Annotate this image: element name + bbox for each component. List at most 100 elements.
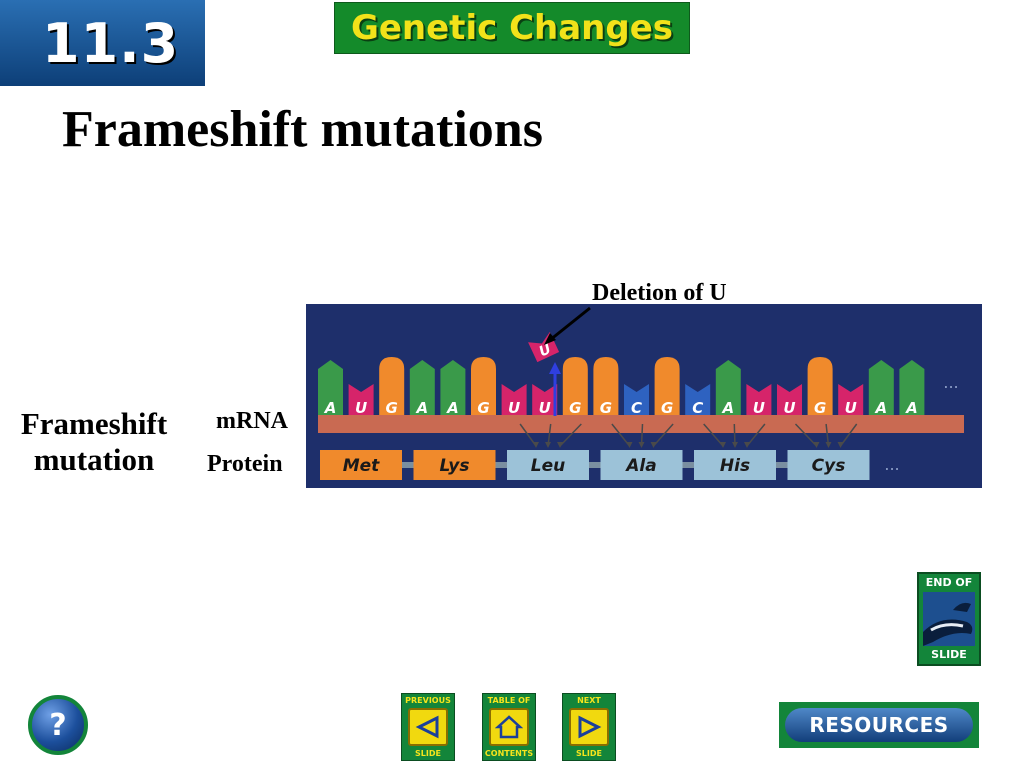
- protein-label: Protein: [207, 451, 283, 477]
- side-label-line1: Frameshift: [20, 406, 168, 441]
- codon-arrowhead: [533, 442, 539, 448]
- frameshift-mutation-label: Frameshift mutation: [10, 406, 178, 478]
- base-shape: [807, 357, 833, 417]
- base-letter: G: [600, 399, 612, 417]
- base-letter: U: [753, 399, 765, 417]
- deletion-label: Deletion of U: [592, 280, 727, 306]
- base-shape: [899, 360, 925, 417]
- base-letter: G: [569, 399, 581, 417]
- base-letter: G: [661, 399, 673, 417]
- base-shape: [654, 357, 680, 417]
- amino-acid-name: Lys: [440, 456, 470, 476]
- base-letter: U: [355, 399, 367, 417]
- next-arrow-icon: [569, 708, 609, 746]
- codon-arrowhead: [744, 442, 750, 448]
- base-letter: U: [845, 399, 857, 417]
- table-of-contents-button[interactable]: TABLE OF CONTENTS: [482, 693, 536, 761]
- codon-arrow: [559, 423, 582, 447]
- base-shape: [777, 384, 802, 417]
- base-shape: [593, 357, 619, 417]
- base-shape: [409, 360, 435, 417]
- base-shape: [318, 360, 343, 417]
- base-letter: G: [814, 399, 826, 417]
- base-shape: [379, 357, 405, 417]
- base-shape: [746, 384, 772, 417]
- end-caption-top: END OF: [925, 576, 973, 589]
- mrna-base: U: [532, 384, 558, 417]
- codon-arrow: [794, 423, 818, 447]
- amino-acid: Leu: [507, 450, 589, 480]
- whale-icon: [923, 592, 975, 646]
- mrna-base: U: [746, 384, 772, 417]
- mrna-base: A: [409, 360, 435, 417]
- contents-caption-bottom: CONTENTS: [484, 749, 534, 758]
- mrna-strand: [318, 415, 964, 433]
- resources-button[interactable]: RESOURCES: [779, 702, 979, 748]
- amino-acid-name: Leu: [531, 456, 565, 476]
- mrna-base: U: [501, 384, 527, 417]
- base-shape: [715, 360, 741, 417]
- protein-chain: Met Lys Leu Ala His Cys: [320, 450, 870, 480]
- side-label-line2: mutation: [33, 442, 155, 477]
- mrna-base: G: [379, 357, 405, 417]
- help-button[interactable]: ?: [28, 695, 88, 755]
- next-slide-button[interactable]: NEXT SLIDE: [562, 693, 616, 761]
- chapter-title: Genetic Changes: [350, 8, 674, 48]
- section-number: 11.3: [42, 11, 180, 75]
- codon-arrowhead: [545, 442, 551, 448]
- amino-acid-name: Cys: [812, 456, 846, 476]
- continuation-dots: ......: [884, 373, 958, 474]
- section-badge: 11.3: [0, 0, 205, 86]
- home-icon: [489, 708, 529, 746]
- amino-acid-box: [320, 450, 402, 480]
- base-letter: A: [324, 399, 337, 417]
- protein-continuation: ...: [884, 455, 899, 474]
- base-letter: A: [415, 399, 428, 417]
- mrna-base: A: [899, 360, 925, 417]
- base-letter: G: [386, 399, 398, 417]
- mrna-base: U: [777, 384, 802, 417]
- mrna-continuation: ...: [943, 373, 958, 392]
- amino-acid-name: Ala: [624, 456, 656, 476]
- amino-acid-box: [787, 450, 870, 480]
- codon-arrowhead: [638, 442, 645, 448]
- codon-arrowhead: [650, 442, 657, 448]
- base-shape: [440, 360, 466, 417]
- mrna-base: C: [624, 384, 649, 417]
- amino-acid-name: Met: [343, 456, 380, 476]
- mrna-base: A: [868, 360, 894, 417]
- base-letter: U: [783, 399, 795, 417]
- previous-slide-button[interactable]: PREVIOUS SLIDE: [401, 693, 455, 761]
- base-shape: [348, 384, 374, 417]
- mrna-label: mRNA: [216, 408, 288, 434]
- base-letter: A: [721, 399, 734, 417]
- codon-arrow: [611, 423, 631, 447]
- codon-arrowhead: [732, 442, 738, 448]
- previous-caption-top: PREVIOUS: [405, 696, 451, 705]
- mrna-base: A: [715, 360, 741, 417]
- base-letter: U: [539, 399, 551, 417]
- contents-caption-top: TABLE OF: [487, 696, 531, 705]
- codon-arrowhead: [825, 442, 832, 448]
- amino-acid: Cys: [787, 450, 870, 480]
- base-letter: C: [692, 399, 703, 417]
- end-of-slide-button[interactable]: END OF SLIDE: [917, 572, 981, 666]
- base-shape: [501, 384, 527, 417]
- next-caption-bottom: SLIDE: [576, 749, 602, 758]
- mrna-base: C: [685, 384, 711, 417]
- deletion-up-arrowhead: [549, 362, 561, 374]
- mrna-base: A: [440, 360, 466, 417]
- codon-arrows: [519, 423, 858, 448]
- base-shape: [838, 384, 864, 417]
- codon-arrow: [746, 423, 766, 447]
- mrna-base: G: [562, 357, 588, 417]
- mrna-base: G: [593, 357, 619, 417]
- base-letter: C: [631, 399, 642, 417]
- mrna-base: G: [807, 357, 833, 417]
- amino-acid-box: [600, 450, 683, 480]
- amino-acid-name: His: [720, 456, 750, 476]
- amino-acid-box: [413, 450, 496, 480]
- base-shape: [532, 384, 558, 417]
